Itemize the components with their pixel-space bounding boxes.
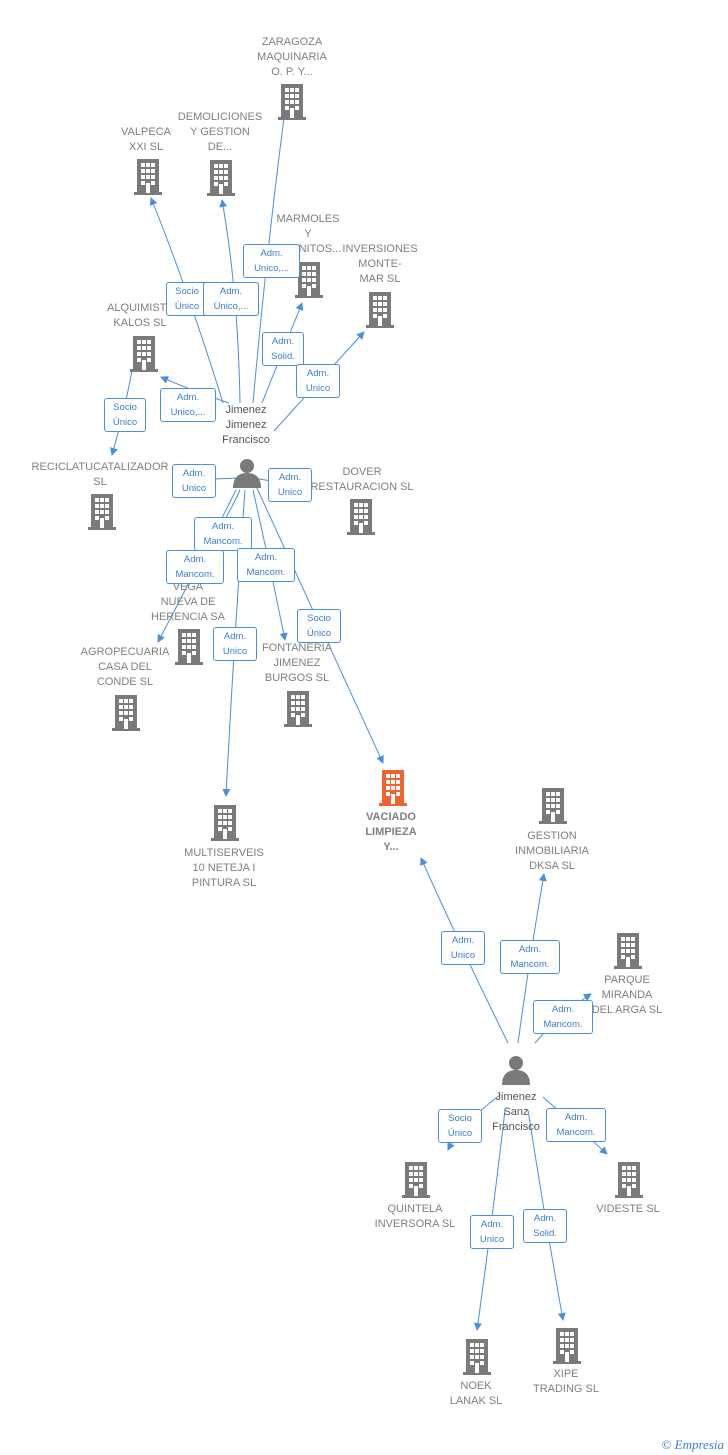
building-icon-demoliciones[interactable] (207, 160, 235, 196)
node-label-dover[interactable]: DOVER RESTAURACION SL (310, 466, 414, 493)
person-icon-jsf[interactable] (502, 1056, 530, 1085)
node-label-gestion[interactable]: GESTION INMOBILIARIA DKSA SL (515, 830, 589, 872)
building-icon-quintela[interactable] (402, 1162, 430, 1198)
node-label-jjf[interactable]: Jimenez Jimenez Francisco (222, 404, 270, 446)
node-label-agropecuaria[interactable]: AGROPECUARIA CASA DEL CONDE SL (80, 646, 170, 688)
edge-label-jsf-videste[interactable]: Adm. Mancom. (546, 1108, 606, 1142)
building-icon-alquimista[interactable] (130, 336, 158, 372)
building-icon-vaciado[interactable] (379, 770, 407, 806)
edge-label-jsf-vaciado[interactable]: Adm. Unico (441, 931, 485, 965)
edge-label-jsf-parque[interactable]: Adm. Mancom. (533, 1000, 593, 1034)
node-label-reciclatu[interactable]: RECICLATUCATALIZADOR SL (31, 461, 169, 488)
building-icon-noek[interactable] (463, 1339, 491, 1375)
edge-label-jsf-quintela[interactable]: Socio Único (438, 1109, 482, 1143)
edge-label-jjf-dover[interactable]: Adm. Unico (268, 468, 312, 502)
copyright-icon: © (661, 1437, 672, 1452)
node-label-zaragoza[interactable]: ZARAGOZA MAQUINARIA O. P. Y... (257, 36, 327, 78)
edge-label-jjf-agropecuaria[interactable]: Adm. Mancom. (166, 550, 224, 584)
edge-label-jsf-xipe[interactable]: Adm. Solid. (523, 1209, 567, 1243)
node-label-vega[interactable]: VEGA NUEVA DE HERENCIA SA (151, 581, 225, 623)
person-icon-jjf[interactable] (233, 459, 261, 488)
brand-name: Empresia (674, 1437, 724, 1452)
edge-label-jjf-demoliciones[interactable]: Adm. Unico,... (203, 282, 259, 316)
node-label-noek[interactable]: NOEK LANAK SL (449, 1380, 503, 1407)
node-label-inversiones[interactable]: INVERSIONES MONTE- MAR SL (342, 243, 418, 285)
footer-brand: © Empresia (662, 1437, 725, 1453)
edge-label-jjf-zaragoza[interactable]: Adm. Unico,... (243, 244, 300, 278)
node-label-videste[interactable]: VIDESTE SL (596, 1203, 660, 1215)
edge-label-jjf-vega[interactable]: Adm. Mancom. (194, 517, 252, 551)
edge-label-jjf-multiserveis[interactable]: Adm. Unico (213, 627, 257, 661)
node-label-demoliciones[interactable]: DEMOLICIONES Y GESTION DE... (177, 111, 263, 153)
building-icon-dover[interactable] (347, 499, 375, 535)
edge-label-jjf-inversiones[interactable]: Adm. Unico (296, 364, 340, 398)
node-label-xipe[interactable]: XIPE TRADING SL (532, 1368, 599, 1395)
building-icon-inversiones[interactable] (366, 292, 394, 328)
edge-label-jsf-gestion[interactable]: Adm. Mancom. (500, 940, 560, 974)
building-icon-gestion[interactable] (539, 788, 567, 824)
node-label-vaciado[interactable]: VACIADO LIMPIEZA Y... (365, 811, 417, 853)
building-icon-agropecuaria[interactable] (112, 695, 140, 731)
building-icon-parque[interactable] (614, 933, 642, 969)
node-label-quintela[interactable]: QUINTELA INVERSORA SL (374, 1203, 456, 1230)
edge-label-jsf-noek[interactable]: Adm. Unico (470, 1215, 514, 1249)
building-icon-reciclatu[interactable] (88, 494, 116, 530)
node-label-parque[interactable]: PARQUE MIRANDA DEL ARGA SL (591, 974, 663, 1016)
node-label-alquimista[interactable]: ALQUIMISTA KALOS SL (107, 302, 173, 329)
edge-label-alquimista-reciclatu[interactable]: Socio Único (104, 398, 146, 432)
edge-label-jjf-marmoles[interactable]: Adm. Solid. (262, 332, 304, 366)
building-icon-xipe[interactable] (553, 1328, 581, 1364)
building-icon-videste[interactable] (615, 1162, 643, 1198)
node-label-valpeca[interactable]: VALPECA XXI SL (121, 126, 171, 153)
node-label-jsf[interactable]: Jimenez Sanz Francisco (492, 1091, 540, 1133)
building-icon-fontaneria[interactable] (284, 691, 312, 727)
building-icon-multiserveis[interactable] (211, 805, 239, 841)
edge-label-jjf-fontaneria[interactable]: Adm. Mancom. (237, 548, 295, 582)
edge-label-jjf-valpeca[interactable]: Socio Único (166, 282, 208, 316)
edge-label-jjf-alquimista[interactable]: Adm. Unico,... (160, 388, 216, 422)
building-icon-valpeca[interactable] (134, 159, 162, 195)
edge-label-jjf-reciclatu[interactable]: Adm. Unico (172, 464, 216, 498)
edge-label-jjf-vaciado[interactable]: Socio Único (297, 609, 341, 643)
node-label-fontaneria[interactable]: FONTANERIA JIMENEZ BURGOS SL (261, 642, 333, 684)
node-label-multiserveis[interactable]: MULTISERVEIS 10 NETEJA I PINTURA SL (184, 847, 264, 889)
